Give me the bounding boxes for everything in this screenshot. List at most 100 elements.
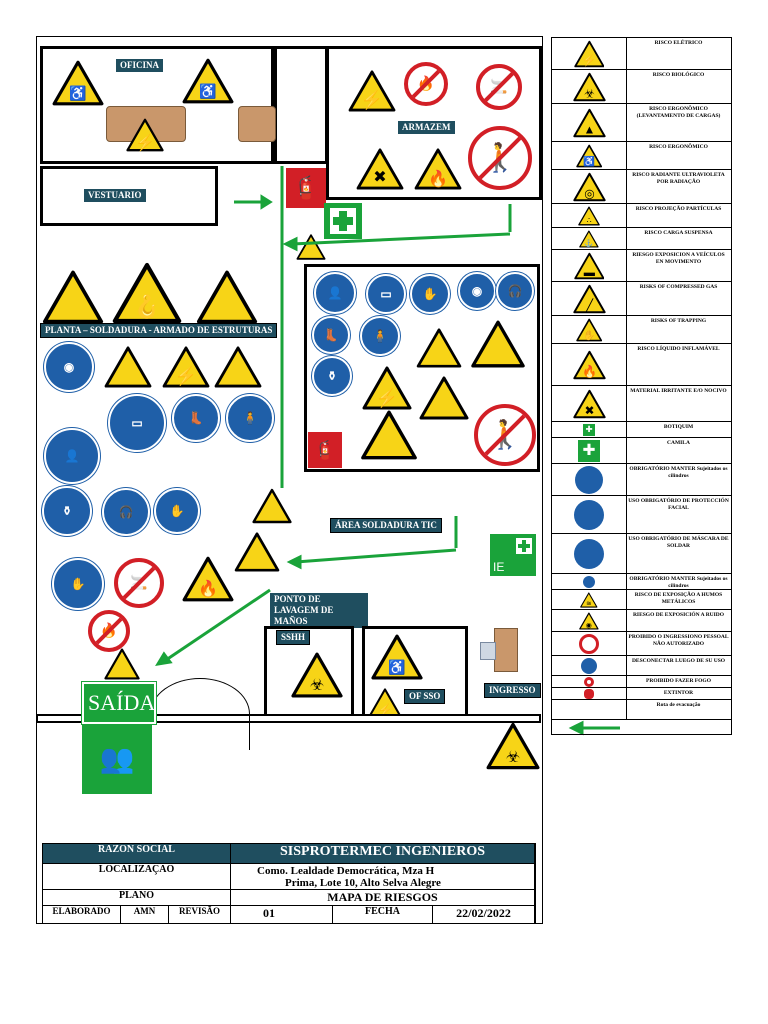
svg-text:⚡: ⚡	[582, 52, 596, 66]
welding-mask-icon: ▭	[108, 394, 166, 452]
legend-label: USO OBRIGATÓRIO DE MÁSCARA DE SOLDAR	[628, 536, 729, 549]
svg-text:⚡: ⚡	[135, 133, 155, 152]
cylinders-mandatory-icon	[552, 464, 627, 495]
legend-label: RISCO BIOLÓGICO	[652, 72, 705, 78]
no-smoking-icon: 🚬	[476, 64, 522, 110]
legend-label: RISCO ERGONÔMICO (LEVANTAMENTO DE CARGAS…	[636, 106, 721, 119]
biohazard-icon: ☣	[486, 722, 540, 770]
door-handle-icon	[480, 642, 496, 660]
boots-mandatory-icon: 👢	[172, 394, 220, 442]
label-planta: PLANTA – SOLDADURA - ARMADO DE ESTRUTURA…	[40, 323, 278, 338]
svg-text:✋: ✋	[583, 329, 595, 341]
flammable-warning-icon: 🔥	[182, 556, 234, 602]
legend-row: Rota de evacuação	[552, 700, 731, 720]
legend-row: ◉RIESGO DE EXPOSICIÓN A RUIDO	[552, 610, 731, 632]
legend-row: ∴RISCO PROJEÇÃO PARTÍCULAS	[552, 204, 731, 228]
no-smoking-icon: 🚬	[114, 558, 164, 608]
no-entry-icon	[552, 632, 627, 655]
legend-row: ⚡RISCO ELÉTRICO	[552, 38, 731, 70]
svg-text:≋: ≋	[586, 600, 591, 607]
saida-label: SAÍDA	[88, 690, 156, 715]
route-line	[295, 548, 457, 564]
svg-text:🔥: 🔥	[582, 364, 597, 378]
svg-text:🔥: 🔥	[428, 169, 448, 188]
fumes-warning-icon: ≋	[552, 590, 627, 609]
svg-text:♿: ♿	[199, 83, 216, 100]
legend-label: RISCO CARGA SUSPENSA	[644, 230, 713, 236]
label-oficina: OFICINA	[116, 59, 164, 72]
label-ingresso: INGRESSO	[484, 683, 541, 698]
suspended-load-icon: ⚓	[552, 228, 627, 249]
revisao-label: REVISÃO	[169, 906, 231, 924]
localizacao-line-2: Prima, Lote 10, Alto Selva Alegre	[285, 876, 441, 889]
route-arrowhead	[260, 194, 273, 210]
ergonomic-warning-icon: ♿	[370, 634, 424, 680]
stretcher-icon: ✚	[552, 438, 627, 463]
irritant-warning-icon: ✖	[356, 148, 404, 190]
legend-row: 🔥RISCO LÍQUIDO INFLAMÁVEL	[552, 344, 731, 386]
svg-text:☣: ☣	[584, 86, 595, 100]
ear-protection-icon: 🎧	[102, 488, 150, 536]
svg-text:▲: ▲	[583, 122, 595, 136]
legend-row: DESCONECTAR LUEGO DE SU USO	[552, 656, 731, 676]
no-fire-icon: 🔥	[404, 62, 448, 106]
label-sshh: SSHH	[276, 630, 311, 645]
legend-row: ✚ CAMILA	[552, 438, 731, 464]
localizacao-label: LOCALIZAÇAO	[43, 864, 231, 890]
workbench-icon	[238, 106, 276, 142]
disconnect-icon	[552, 656, 627, 675]
electric-warning-icon: ⚡	[362, 366, 412, 410]
legend-row: ✚BOTIQUIM	[552, 422, 731, 438]
vehicle-warning-icon: ▬	[552, 250, 627, 281]
ergonomic-warning-icon: ♿	[552, 142, 627, 169]
cylinders-mandatory-icon: ⚱	[312, 356, 352, 396]
electric-warning-icon: ⚡	[552, 38, 627, 69]
flammable-warning-icon: 🔥	[414, 148, 462, 190]
plano-value: MAPA DE RIESGOS	[231, 890, 535, 906]
radiation-warning-icon: ◎	[552, 170, 627, 203]
flammable-warning-icon: 🔥	[552, 344, 627, 385]
legend-row: ▬RIESGO EXPOSICION A VEÍCULOS EN MOVIMEN…	[552, 250, 731, 282]
legend-row: OBRIGATÓRIO MANTER Sujeitados os cilindr…	[552, 574, 731, 590]
no-fire-icon	[552, 676, 627, 687]
legend-row: OBRIGATÓRIO MANTER Sujeitados os cilindr…	[552, 464, 731, 496]
legend-label: RISKS OF TRAPPING	[650, 318, 707, 324]
route-arrowhead	[155, 651, 173, 667]
legend-label: RISCO RADIANTE ULTRAVIOLETA POR RADIAÇÃO	[632, 172, 725, 185]
face-shield-icon: ◉	[44, 342, 94, 392]
legend-row: PROIBIDO O INGRESSIONO PESSOAL NÃO AUTOR…	[552, 632, 731, 656]
legend-row: ⚓ RISCO CARGA SUSPENSA	[552, 228, 731, 250]
legend-row: ☣ RISCO BIOLÓGICO	[552, 70, 731, 104]
svg-text:🪝: 🪝	[133, 294, 160, 320]
legend-row: ✖MATERIAL IRRITANTE E/O NOCIVO	[552, 386, 731, 422]
face-shield-icon	[552, 496, 627, 533]
svg-text:◉: ◉	[586, 621, 592, 629]
svg-text:☣: ☣	[506, 749, 520, 766]
legend-label: Rota de evacuação	[656, 702, 701, 708]
no-entry-icon: 🚶	[468, 126, 532, 190]
no-entry-icon: 🚶	[474, 404, 536, 466]
legend-row: ✋ RISKS OF TRAPPING	[552, 316, 731, 344]
legend-label: RISKS OF COMPRESSED GAS	[639, 284, 718, 290]
exit-sign: IE	[490, 534, 536, 576]
legend-label: RISCO ERGONÔMICO	[649, 144, 708, 150]
electric-warning-icon: ⚡	[162, 346, 210, 388]
noise-warning-icon: ◉	[552, 610, 627, 631]
saida-sign: SAÍDA	[82, 682, 156, 724]
exit-sign-label: IE	[493, 560, 505, 574]
label-armazem: ARMAZEM	[398, 121, 455, 134]
razon-social-value: SISPROTERMEC INGENIEROS	[231, 844, 535, 864]
svg-text:☣: ☣	[310, 677, 324, 694]
legend-label: RISCO PROJEÇÃO PARTÍCULAS	[635, 206, 722, 212]
svg-text:◎: ◎	[584, 186, 594, 200]
first-aid-icon: ✚	[552, 422, 627, 437]
legend-label: DESCONECTAR LUEGO DE SU USO	[631, 658, 726, 664]
legend-row: ◎ RISCO RADIANTE ULTRAVIOLETA POR RADIAÇÃ…	[552, 170, 731, 204]
gloves-mandatory-icon: ✋	[52, 558, 104, 610]
legend-label: CAMILA	[667, 440, 690, 446]
gloves-mandatory-icon: ✋	[410, 274, 450, 314]
plano-label: PLANO	[43, 890, 231, 906]
welding-mask-icon: ▭	[366, 274, 406, 314]
no-fire-icon: 🔥	[88, 610, 130, 652]
